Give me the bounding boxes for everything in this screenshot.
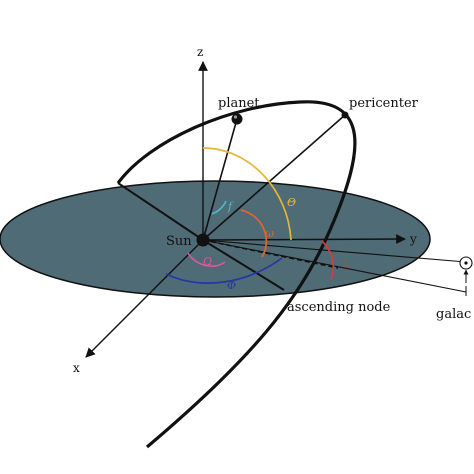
sun-to-pericenter-line [202, 114, 346, 241]
i-angle-label: i [344, 257, 348, 270]
sun-marker [196, 233, 210, 247]
theta-angle-label: Θ [287, 196, 296, 209]
planet-marker [231, 113, 243, 125]
planet-label: planet [218, 96, 260, 111]
i-angle-arc [321, 240, 335, 281]
y-axis-label: y [409, 232, 417, 246]
galactic-label: galac [436, 307, 471, 322]
omega-angle-arc [240, 209, 268, 258]
Omega-angle-label: Ω [202, 255, 212, 268]
phi-angle-label: Φ [227, 279, 236, 292]
orbit-path [116, 100, 357, 449]
ascending-node-label: ascending node [287, 300, 391, 315]
pericenter-marker [341, 111, 349, 119]
planet-highlight [233, 115, 238, 119]
omega-angle-label: ω [265, 227, 274, 240]
phi-angle-arc [165, 257, 283, 284]
theta-angle-arc [202, 147, 292, 241]
galactic-direction-line [202, 239, 467, 263]
sun-to-planet-line [202, 118, 238, 241]
line-of-nodes-dashed [202, 239, 339, 269]
f-angle-label: f [227, 200, 234, 213]
sun-label: Sun [166, 234, 192, 249]
x-axis [85, 239, 204, 358]
z-axis-label: z [197, 45, 203, 59]
reference-plane [0, 180, 431, 298]
y-axis [202, 234, 406, 244]
pericenter-label: pericenter [349, 96, 419, 111]
orbit-chord-left [117, 182, 204, 241]
x-axis-label: x [73, 361, 80, 375]
f-angle-arc [211, 200, 227, 215]
galactic-vector-center [464, 261, 468, 265]
sun-to-ascending-node [202, 239, 285, 291]
Omega-angle-arc [187, 252, 226, 267]
